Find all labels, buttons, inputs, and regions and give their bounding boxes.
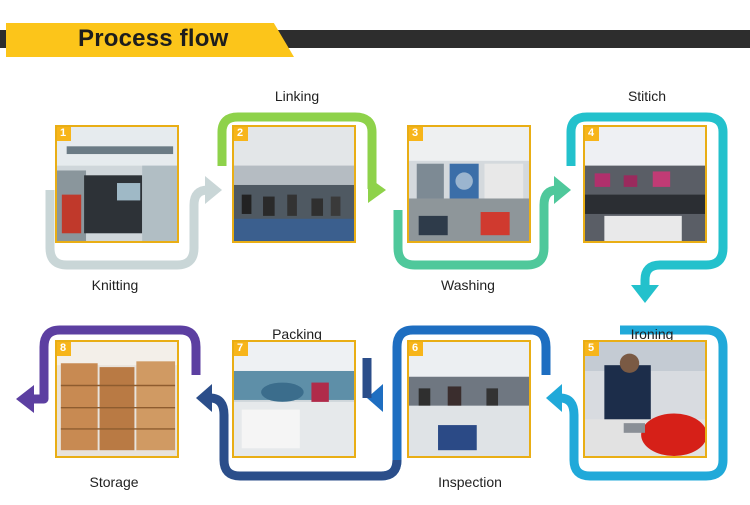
arrow-knitting bbox=[205, 176, 222, 204]
step-number-badge: 8 bbox=[57, 342, 71, 356]
connector-stitich bbox=[566, 112, 728, 285]
step-label-storage: Storage bbox=[89, 474, 139, 490]
step-number-badge: 1 bbox=[57, 127, 71, 141]
photo-packing: 7 bbox=[232, 340, 356, 458]
photo-linking: 2 bbox=[232, 125, 356, 243]
page-title: Process flow bbox=[78, 25, 229, 52]
step-number-badge: 5 bbox=[585, 342, 599, 356]
step-number-badge: 6 bbox=[409, 342, 423, 356]
connector-linking bbox=[217, 112, 377, 189]
arrow-linking bbox=[368, 177, 386, 203]
connector-knitting bbox=[45, 185, 209, 270]
connector-washing bbox=[393, 185, 558, 270]
photo-washing: 3 bbox=[407, 125, 531, 243]
step-number-badge: 3 bbox=[409, 127, 423, 141]
photo-inspection: 6 bbox=[407, 340, 531, 458]
step-number-badge: 7 bbox=[234, 342, 248, 356]
arrow-stitich bbox=[631, 285, 659, 303]
arrow-ironing bbox=[546, 384, 562, 412]
connector-storage bbox=[39, 325, 201, 388]
arrow-inspection bbox=[367, 384, 383, 412]
step-label-knitting: Knitting bbox=[91, 277, 139, 293]
header-bar: Process flow bbox=[0, 23, 750, 57]
step-label-ironing: Ironing bbox=[630, 326, 674, 342]
photo-knitting: 1 bbox=[55, 125, 179, 243]
connector-ironing bbox=[559, 325, 728, 481]
step-number-badge: 4 bbox=[585, 127, 599, 141]
title-tab bbox=[6, 23, 294, 57]
arrow-packing bbox=[196, 384, 212, 412]
step-label-inspection: Inspection bbox=[438, 474, 502, 490]
step-label-linking: Linking bbox=[274, 88, 320, 104]
step-label-washing: Washing bbox=[441, 277, 495, 293]
photo-stitich: 4 bbox=[583, 125, 707, 243]
step-number-badge: 2 bbox=[234, 127, 248, 141]
step-label-packing: Packing bbox=[272, 326, 322, 342]
step-label-stitich: Stitich bbox=[627, 88, 667, 104]
arrow-storage bbox=[16, 385, 34, 413]
arrow-washing bbox=[554, 176, 571, 204]
photo-ironing: 5 bbox=[583, 340, 707, 458]
photo-storage: 8 bbox=[55, 340, 179, 458]
